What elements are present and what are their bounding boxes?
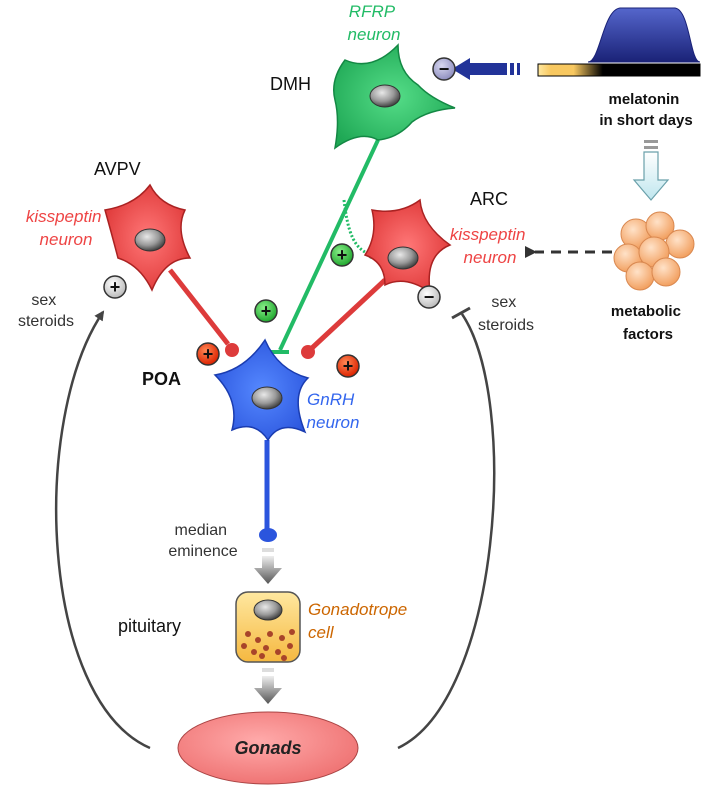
label-arc: ARC (470, 189, 508, 209)
label-poa: POA (142, 369, 181, 389)
melatonin-to-metabolic-arrow (632, 140, 670, 201)
gnrh-neuron (213, 338, 310, 442)
label-median-eminence: median eminence (168, 522, 237, 560)
metabolic-cells (613, 211, 695, 291)
label-pituitary: pituitary (118, 616, 181, 636)
kiss-arc-axon (310, 278, 387, 350)
melatonin-arrow (452, 58, 520, 80)
melatonin-profile (537, 7, 701, 77)
gonadotrope-cell (235, 591, 301, 663)
rfrp-axon (278, 139, 380, 351)
label-melatonin: melatonin in short days (599, 91, 692, 129)
sign-plus-rfrp-arc: + (330, 243, 354, 267)
median-eminence-arrow (254, 548, 282, 584)
label-rfrp-neuron: RFRP neuron (348, 2, 401, 44)
label-kiss-avpv-neuron: kisspeptin neuron (26, 207, 106, 249)
svg-text:+: + (343, 356, 354, 376)
kiss-avpv-axon (168, 268, 230, 346)
feedback-inhibit-right (397, 313, 496, 750)
svg-text:−: − (439, 59, 450, 79)
svg-text:+: + (337, 245, 348, 265)
feedback-arrow-left (54, 310, 151, 750)
label-kiss-arc-neuron: kisspeptin neuron (450, 225, 530, 267)
sign-minus-steroids-arc: − (417, 285, 441, 309)
label-dmh: DMH (270, 74, 311, 94)
label-avpv: AVPV (94, 159, 141, 179)
svg-text:+: + (110, 277, 121, 297)
label-sex-steroids-right: sex steroids (478, 294, 534, 334)
svg-text:+: + (261, 301, 272, 321)
label-metabolic-factors: metabolic factors (611, 303, 685, 343)
svg-text:−: − (424, 287, 435, 307)
pituitary-arrow (254, 668, 282, 704)
sign-plus-avpv-gnrh: + (196, 342, 220, 366)
kiss-avpv-neuron (104, 183, 192, 292)
label-sex-steroids-left: sex steroids (18, 292, 74, 330)
gnrh-terminal (259, 528, 277, 542)
sign-plus-arc-gnrh: + (336, 354, 360, 378)
kiss-avpv-terminal (225, 343, 239, 357)
gonads (177, 711, 359, 785)
label-gonads: Gonads (234, 738, 301, 758)
label-gnrh-neuron: GnRH neuron (307, 390, 360, 432)
rfrp-neuron (333, 43, 456, 150)
label-gonadotrope-cell: Gonadotrope cell (308, 600, 412, 642)
svg-text:+: + (203, 344, 214, 364)
sign-plus-rfrp-gnrh: + (254, 299, 278, 323)
kiss-arc-neuron (363, 198, 452, 294)
inhibit-bar (451, 306, 471, 320)
sign-plus-steroids-avpv: + (103, 275, 127, 299)
sign-minus-melatonin: − (432, 57, 456, 81)
kiss-arc-terminal (301, 345, 315, 359)
